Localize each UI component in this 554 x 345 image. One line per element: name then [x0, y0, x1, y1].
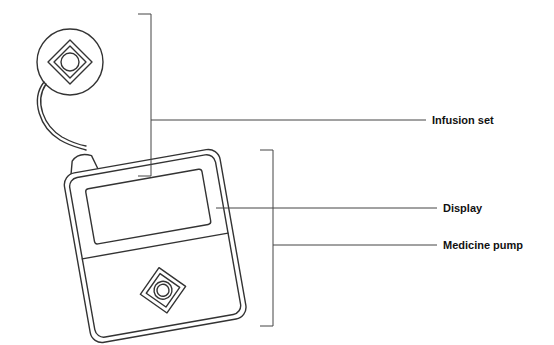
part-label: Display [443, 202, 482, 215]
tube [37, 82, 86, 150]
divider-line [82, 233, 228, 259]
bracket [138, 14, 151, 176]
leader-line [151, 120, 426, 121]
button-center [153, 280, 174, 301]
infusion-cannula-inner [54, 46, 86, 78]
leader-line [273, 245, 437, 246]
bracket [260, 150, 273, 326]
pump-body [62, 148, 247, 345]
tube-edge [41, 84, 86, 146]
button-core [156, 283, 170, 297]
display-screen [85, 169, 211, 245]
button-outer [136, 264, 189, 317]
button-inner [143, 271, 182, 310]
part-label: Medicine pump [443, 239, 523, 252]
leader-line [216, 208, 437, 209]
infusion-cannula [48, 40, 92, 84]
part-label: Infusion set [432, 114, 494, 127]
infusion-port [61, 53, 79, 71]
pump-bezel [68, 153, 242, 338]
infusion-pad [37, 29, 103, 95]
